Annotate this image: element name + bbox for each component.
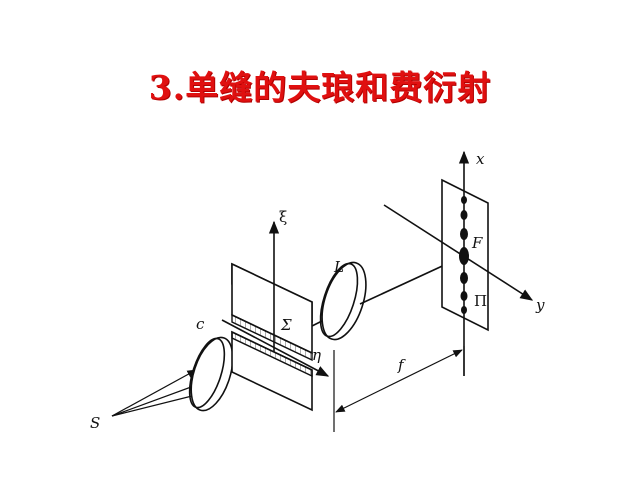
slit-lower-plate (231, 330, 313, 412)
label-source: S (90, 414, 100, 432)
slit-upper-plate (231, 262, 313, 362)
label-screen-x: x (476, 150, 485, 168)
label-screen-y: y (535, 296, 545, 314)
label-screen: Π (474, 292, 487, 310)
diffraction-pattern (459, 196, 469, 314)
slide-title: 3.单缝的夫琅和费衍射 (148, 68, 492, 107)
label-lens: L (333, 258, 344, 276)
label-focal-length: f (397, 356, 406, 374)
label-xi: ξ (279, 208, 287, 226)
collimator-lens (188, 336, 234, 412)
label-eta: η (312, 346, 321, 364)
focal-length-dimension (333, 346, 465, 432)
label-collimator: c (196, 315, 205, 333)
focusing-lens (319, 261, 367, 341)
screen-y-axis (383, 204, 534, 301)
label-slit-plane: Σ (280, 316, 292, 334)
eta-axis (221, 319, 330, 377)
label-focal-point: F (471, 234, 483, 252)
source-rays (111, 369, 203, 417)
